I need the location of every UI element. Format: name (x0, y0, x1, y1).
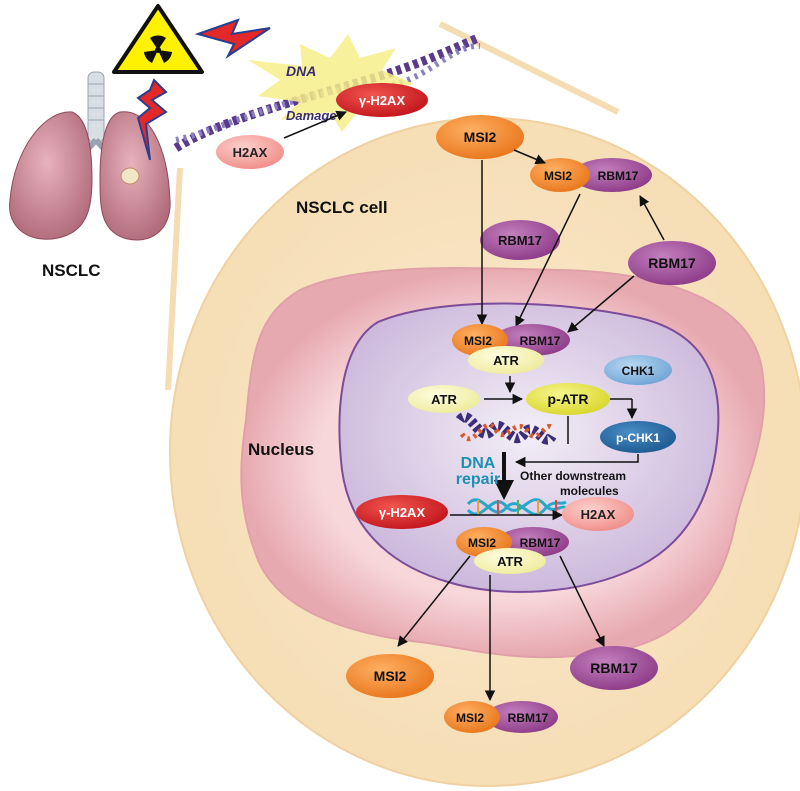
rbm17-to-nucleus-arrow (567, 275, 635, 333)
nsclc-label: NSCLC (42, 261, 101, 280)
lung-icon (9, 71, 171, 241)
p-atr-label: p-ATR (548, 391, 589, 407)
p-atr-node (526, 383, 610, 415)
radiation-hazard-icon (112, 4, 204, 74)
h2ax-label: H2AX (581, 507, 616, 522)
msi2-label: MSI2 (464, 334, 492, 348)
lightning-bolt-icon (136, 78, 168, 161)
h2ax-node (216, 135, 284, 169)
rbm17-node (570, 646, 658, 690)
msi2-node (346, 654, 434, 698)
p-chk1-label: p-CHK1 (616, 431, 660, 445)
rbm17-label: RBM17 (520, 334, 561, 348)
atr-label: ATR (497, 554, 523, 569)
atr-label: ATR (493, 353, 519, 368)
msi2-label: MSI2 (456, 711, 484, 725)
zoom-connector (165, 21, 620, 391)
dna-repair-label: repair (456, 471, 500, 488)
dna-damage-label: DNA (286, 63, 316, 79)
other-downstream-label: Other downstream (520, 469, 626, 483)
msi2-node (436, 115, 524, 159)
rbm17-label: RBM17 (508, 711, 549, 725)
msi2-rbm17-complex: MSI2 RBM17 (530, 158, 652, 192)
h2ax-node (562, 497, 634, 531)
rbm17-label: RBM17 (598, 169, 639, 183)
msi2-label: MSI2 (374, 668, 407, 684)
msi2-to-complex-arrow (513, 149, 546, 165)
lightning-bolt-icon (194, 18, 271, 59)
rbm17-label: RBM17 (590, 660, 638, 676)
atr-label: ATR (431, 392, 457, 407)
nucleus-label: Nucleus (248, 440, 314, 459)
msi2-label: MSI2 (544, 169, 572, 183)
rbm17-node (628, 241, 716, 285)
gamma-h2ax-label: γ-H2AX (359, 93, 406, 108)
p-chk1-node (600, 421, 676, 453)
msi2-rbm17-atr-complex: MSI2 RBM17 ATR (456, 527, 569, 574)
gamma-h2ax-node (356, 495, 448, 529)
rbm17-label: RBM17 (648, 255, 696, 271)
rbm17-label: RBM17 (498, 233, 542, 248)
msi2-label: MSI2 (468, 536, 496, 550)
gamma-h2ax-label: γ-H2AX (379, 505, 426, 520)
msi2-label: MSI2 (464, 129, 497, 145)
complex-to-rbm17-arrow (559, 555, 605, 647)
rbm17-node (480, 220, 560, 260)
complex-to-nucleus-arrow (515, 193, 581, 327)
h2ax-label: H2AX (233, 145, 268, 160)
rbm17-to-complex-arrow (639, 195, 665, 241)
atr-node (408, 385, 480, 413)
gamma-h2ax-node (336, 83, 428, 117)
chk1-node (604, 355, 672, 385)
h2ax-to-gh2ax-arrow (283, 110, 347, 139)
dna-helix-icon (455, 412, 557, 445)
dna-helix-icon (466, 498, 567, 516)
dna-repair-label: DNA (461, 455, 496, 472)
other-downstream-label: molecules (560, 484, 619, 498)
chk1-label: CHK1 (622, 364, 655, 378)
dna-damage-label: Damage (286, 108, 337, 123)
msi2-rbm17-complex: MSI2 RBM17 (444, 701, 558, 733)
nsclc-cell-label: NSCLC cell (296, 198, 388, 217)
complex-to-msi2-arrow (397, 555, 471, 647)
pchk1-to-downstream-arrow (514, 454, 639, 468)
rbm17-label: RBM17 (520, 536, 561, 550)
msi2-rbm17-atr-complex: MSI2 RBM17 ATR (452, 324, 570, 374)
